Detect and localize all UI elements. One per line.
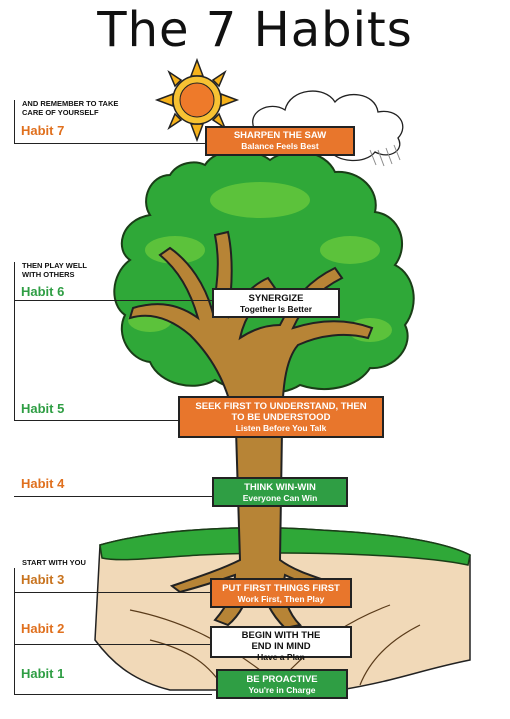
connector-habit-6	[14, 300, 214, 301]
connector-habit-2	[14, 644, 210, 645]
habit-1-sign-title: BE PROACTIVE	[246, 674, 318, 685]
page-title: The 7 Habits	[97, 2, 413, 58]
connector-habit-5	[14, 420, 178, 421]
habit-4-label: Habit 4	[21, 476, 65, 491]
habit-5-sign-title: SEEK FIRST TO UNDERSTAND, THEN TO BE UND…	[195, 401, 367, 423]
connector-habit-4	[14, 496, 212, 497]
bracket-top	[14, 100, 15, 144]
habit-7-sign: SHARPEN THE SAW Balance Feels Best	[205, 126, 355, 156]
habit-3-sign-title: PUT FIRST THINGS FIRST	[222, 583, 340, 594]
habit-5-label: Habit 5	[21, 401, 65, 416]
note-take-care: AND REMEMBER TO TAKE CARE OF YOURSELF	[22, 99, 119, 117]
habit-1-sign-subtitle: You're in Charge	[248, 685, 316, 695]
habit-1-label: Habit 1	[21, 666, 65, 681]
note-play-well: THEN PLAY WELL WITH OTHERS	[22, 261, 87, 279]
note-start-with-you: START WITH YOU	[22, 558, 86, 567]
habit-3-sign-subtitle: Work First, Then Play	[237, 594, 325, 604]
habit-6-sign-title: SYNERGIZE	[248, 293, 304, 304]
bracket-bottom	[14, 568, 15, 694]
habit-2-sign-title: BEGIN WITH THE END IN MIND	[241, 630, 321, 652]
habit-4-sign-subtitle: Everyone Can Win	[242, 493, 318, 503]
habit-7-sign-subtitle: Balance Feels Best	[241, 141, 319, 151]
connector-habit-1	[14, 694, 212, 695]
habit-4-sign-title: THINK WIN-WIN	[244, 482, 316, 493]
habit-3-label: Habit 3	[21, 572, 65, 587]
habit-2-sign: BEGIN WITH THE END IN MIND Have a Plan	[210, 626, 352, 662]
habit-6-sign: SYNERGIZE Together Is Better	[212, 288, 340, 318]
habit-6-label: Habit 6	[21, 284, 65, 299]
habit-7-label: Habit 7	[21, 123, 65, 138]
connector-habit-7	[14, 143, 206, 144]
habit-6-sign-subtitle: Together Is Better	[239, 304, 313, 314]
habit-2-label: Habit 2	[21, 621, 65, 636]
habit-5-sign: SEEK FIRST TO UNDERSTAND, THEN TO BE UND…	[178, 396, 384, 438]
bracket-middle	[14, 262, 15, 420]
habit-1-sign: BE PROACTIVE You're in Charge	[216, 669, 348, 699]
habit-7-sign-title: SHARPEN THE SAW	[233, 130, 327, 141]
habit-2-sign-subtitle: Have a Plan	[257, 652, 305, 662]
sun-icon	[154, 57, 240, 143]
habit-3-sign: PUT FIRST THINGS FIRST Work First, Then …	[210, 578, 352, 608]
habit-5-sign-subtitle: Listen Before You Talk	[235, 423, 327, 433]
habit-4-sign: THINK WIN-WIN Everyone Can Win	[212, 477, 348, 507]
connector-habit-3	[14, 592, 210, 593]
